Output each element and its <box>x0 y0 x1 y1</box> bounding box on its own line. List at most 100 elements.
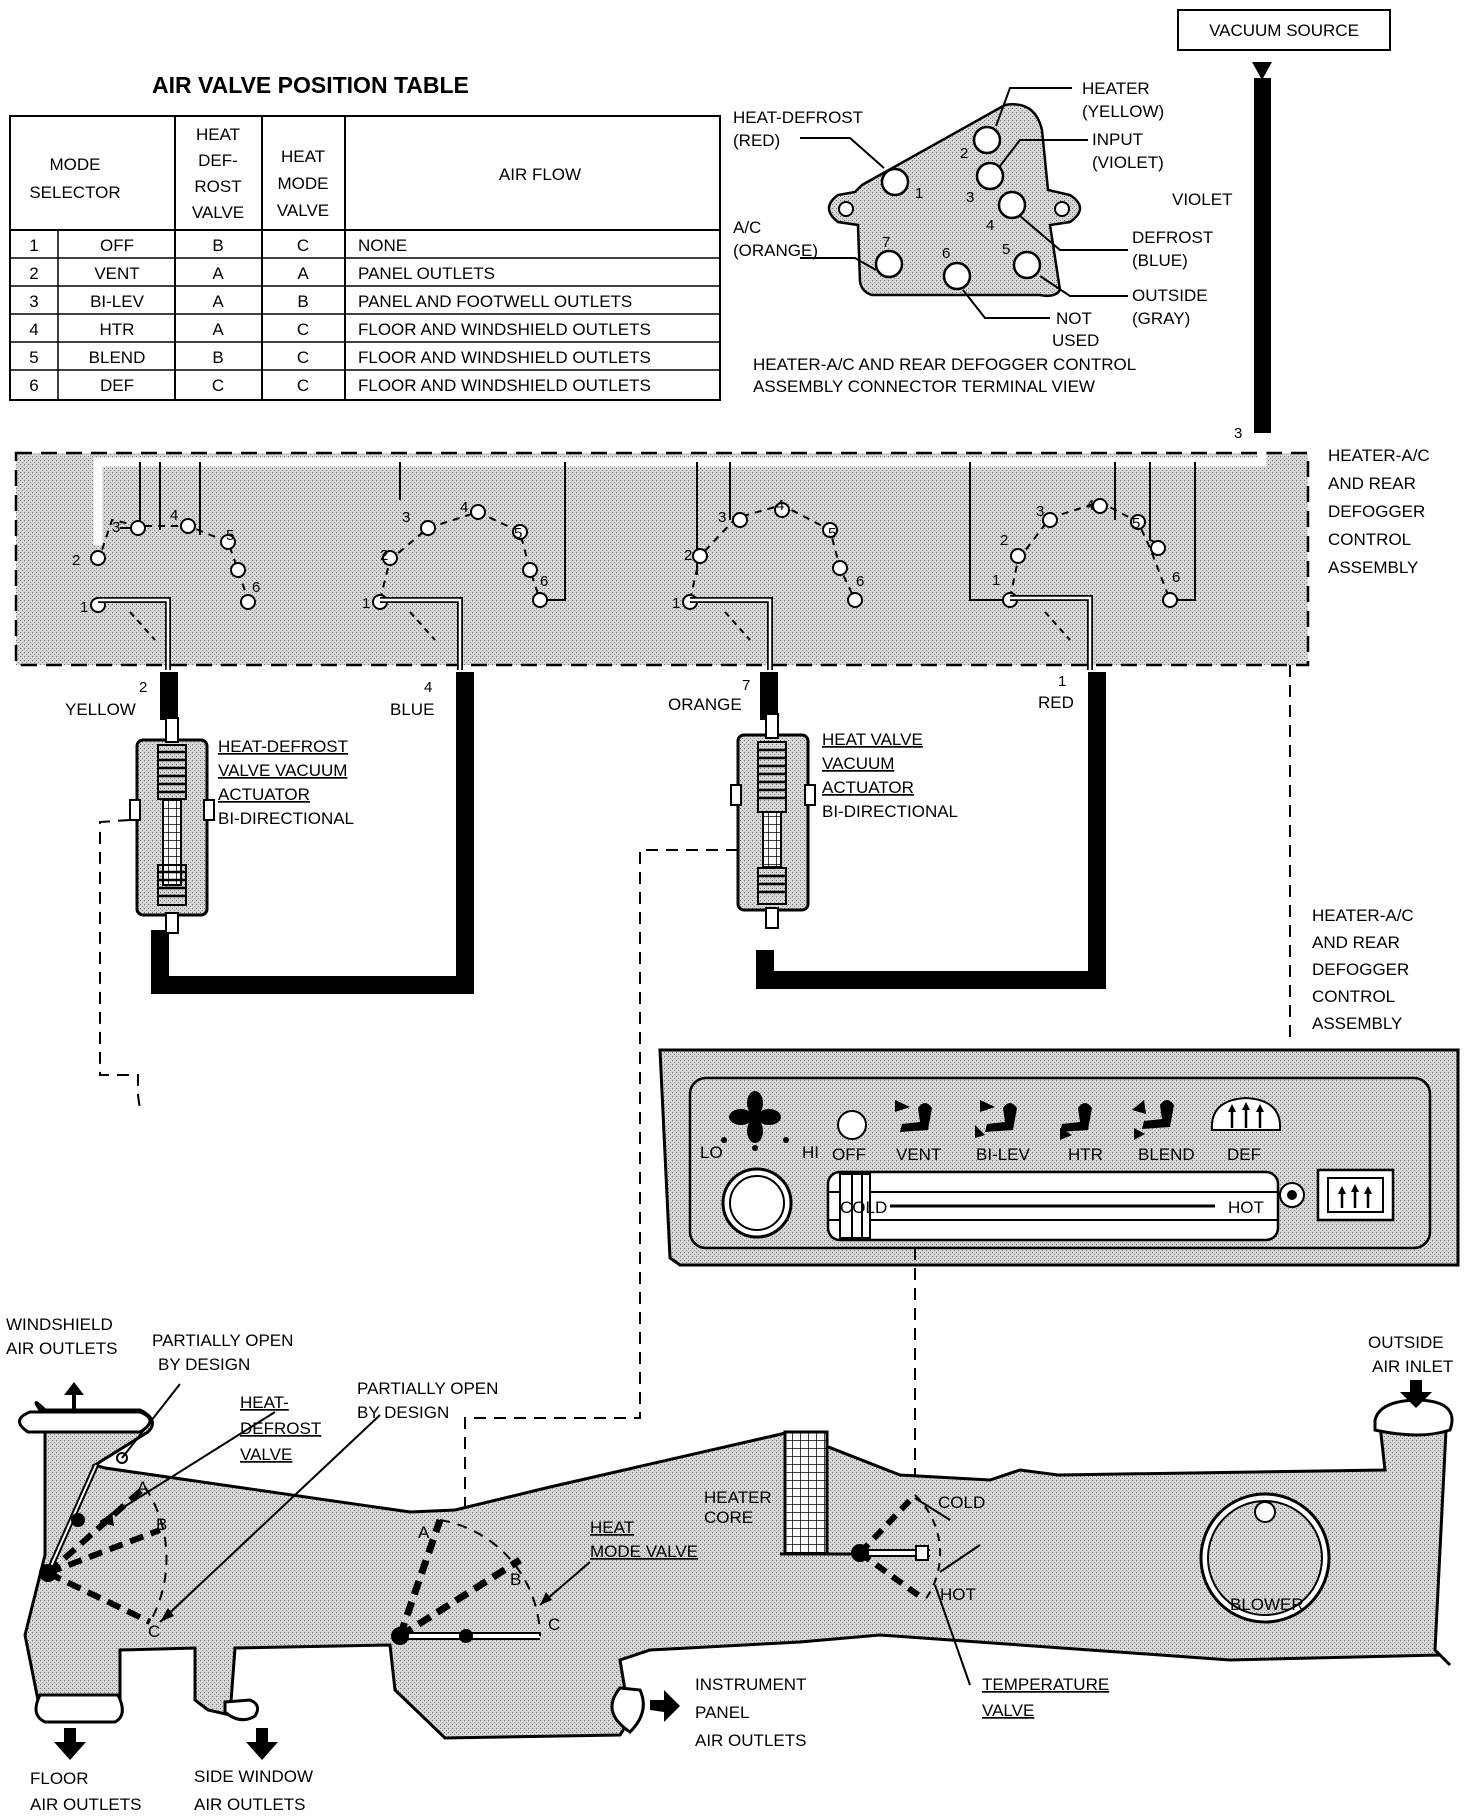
mode-bi-lev-label: BI-LEV <box>976 1145 1031 1164</box>
svg-text:C: C <box>297 236 309 255</box>
mode-off-label: OFF <box>832 1145 866 1164</box>
header-hd-1: HEAT <box>196 125 240 144</box>
defrost-icon[interactable] <box>1210 1096 1282 1131</box>
svg-text:HTR: HTR <box>100 320 135 339</box>
switch-group-1 <box>90 462 256 670</box>
svg-text:RED: RED <box>1038 693 1074 712</box>
svg-text:BY DESIGN: BY DESIGN <box>357 1403 449 1422</box>
svg-text:FLOOR: FLOOR <box>30 1769 89 1788</box>
svg-text:ACTUATOR: ACTUATOR <box>218 785 310 804</box>
svg-text:(YELLOW): (YELLOW) <box>1082 102 1164 121</box>
off-button[interactable] <box>837 1110 867 1140</box>
svg-text:COLD: COLD <box>938 1493 985 1512</box>
fan-hi-label: HI <box>802 1143 819 1162</box>
svg-text:BLEND: BLEND <box>89 348 146 367</box>
svg-text:2: 2 <box>380 547 388 564</box>
svg-text:NONE: NONE <box>358 236 407 255</box>
temperature-slider[interactable]: COLD HOT <box>826 1170 1280 1242</box>
svg-text:DEFOGGER: DEFOGGER <box>1328 502 1425 521</box>
svg-text:WINDSHIELD: WINDSHIELD <box>6 1315 113 1334</box>
svg-text:(VIOLET): (VIOLET) <box>1092 153 1164 172</box>
connector-terminal-view: 1 2 3 4 5 6 7 HEAT-DEFROST (RED) HEATER … <box>733 79 1213 396</box>
svg-text:PARTIALLY OPEN: PARTIALLY OPEN <box>357 1379 498 1398</box>
svg-text:FLOOR AND WINDSHIELD OUTLETS: FLOOR AND WINDSHIELD OUTLETS <box>358 376 651 395</box>
table-row: 3 BI-LEV A B PANEL AND FOOTWELL OUTLETS <box>29 292 632 311</box>
svg-text:USED: USED <box>1052 331 1099 350</box>
svg-text:1: 1 <box>362 595 370 612</box>
svg-text:FLOOR AND WINDSHIELD OUTLETS: FLOOR AND WINDSHIELD OUTLETS <box>358 320 651 339</box>
svg-text:B: B <box>297 292 308 311</box>
connector-caption-2: ASSEMBLY CONNECTOR TERMINAL VIEW <box>753 377 1095 396</box>
svg-text:A: A <box>212 320 224 339</box>
svg-text:2: 2 <box>684 547 692 564</box>
svg-text:C: C <box>212 376 224 395</box>
air-valve-position-table: AIR VALVE POSITION TABLE MODE SELECTOR H… <box>9 72 721 401</box>
header-airflow: AIR FLOW <box>499 165 581 184</box>
svg-text:5: 5 <box>1002 241 1010 258</box>
svg-text:AIR INLET: AIR INLET <box>1372 1357 1453 1376</box>
svg-text:CORE: CORE <box>704 1508 753 1527</box>
mode-htr-label: HTR <box>1068 1145 1103 1164</box>
svg-text:C: C <box>148 1622 160 1641</box>
vent-icon[interactable] <box>895 1100 932 1132</box>
svg-text:5: 5 <box>29 348 38 367</box>
svg-text:2: 2 <box>139 679 147 696</box>
svg-text:ORANGE: ORANGE <box>668 695 742 714</box>
table-row: 5 BLEND B C FLOOR AND WINDSHIELD OUTLETS <box>29 348 651 367</box>
svg-text:NOT: NOT <box>1056 309 1092 328</box>
svg-text:4: 4 <box>776 497 784 514</box>
rear-defogger-button[interactable] <box>1316 1168 1395 1222</box>
svg-text:HEATER-A/C: HEATER-A/C <box>1312 906 1414 925</box>
svg-text:6: 6 <box>856 573 864 590</box>
header-mode: MODE <box>50 155 101 174</box>
svg-text:C: C <box>548 1615 560 1634</box>
svg-text:SIDE WINDOW: SIDE WINDOW <box>194 1767 313 1786</box>
header-hd-4: VALVE <box>192 203 244 222</box>
svg-text:HEAT: HEAT <box>590 1518 634 1537</box>
svg-text:VALVE: VALVE <box>240 1445 292 1464</box>
svg-text:5: 5 <box>226 527 234 544</box>
svg-text:2: 2 <box>72 552 80 569</box>
control-panel: LO HI OFF VENT BI-LEV HTR BLEND <box>658 1048 1460 1267</box>
svg-text:1: 1 <box>80 599 88 616</box>
svg-text:C: C <box>297 348 309 367</box>
table-row: 1 OFF B C NONE <box>29 236 407 255</box>
heat-valve-actuator: HEAT VALVE VACUUM ACTUATOR BI-DIRECTIONA… <box>464 713 958 1600</box>
switch-group-4 <box>969 462 1196 670</box>
header-hd-2: DEF- <box>198 151 238 170</box>
fan-knob[interactable] <box>721 1167 793 1239</box>
svg-text:B: B <box>212 236 223 255</box>
svg-text:DEFROST: DEFROST <box>1132 228 1213 247</box>
svg-text:4: 4 <box>424 679 432 696</box>
svg-text:5: 5 <box>514 525 522 542</box>
table-row: 2 VENT A A PANEL OUTLETS <box>29 264 495 283</box>
svg-text:6: 6 <box>252 579 260 596</box>
svg-text:AND REAR: AND REAR <box>1328 474 1416 493</box>
svg-text:6: 6 <box>942 245 950 262</box>
svg-text:VALVE VACUUM: VALVE VACUUM <box>218 761 347 780</box>
svg-text:3: 3 <box>402 509 410 526</box>
svg-text:PANEL OUTLETS: PANEL OUTLETS <box>358 264 495 283</box>
svg-text:ASSEMBLY: ASSEMBLY <box>1328 558 1418 577</box>
svg-text:HEAT VALVE: HEAT VALVE <box>822 730 923 749</box>
vacuum-source: VACUUM SOURCE VIOLET 3 <box>1172 9 1391 442</box>
svg-text:PANEL AND FOOTWELL OUTLETS: PANEL AND FOOTWELL OUTLETS <box>358 292 632 311</box>
violet-label: VIOLET <box>1172 190 1232 209</box>
svg-text:DEF: DEF <box>100 376 134 395</box>
table-row: 4 HTR A C FLOOR AND WINDSHIELD OUTLETS <box>29 320 651 339</box>
svg-text:HEAT-DEFROST: HEAT-DEFROST <box>218 737 348 756</box>
svg-text:6: 6 <box>540 573 548 590</box>
bi-level-icon[interactable] <box>975 1100 1017 1138</box>
svg-text:5: 5 <box>828 525 836 542</box>
slider-hot-label: HOT <box>1228 1198 1264 1217</box>
connector-caption-1: HEATER-A/C AND REAR DEFOGGER CONTROL <box>753 355 1136 374</box>
svg-text:AIR OUTLETS: AIR OUTLETS <box>6 1339 117 1358</box>
fan-lo-label: LO <box>700 1143 723 1162</box>
svg-text:HEATER: HEATER <box>1082 79 1150 98</box>
svg-text:CONTROL: CONTROL <box>1312 987 1395 1006</box>
switch-group-3 <box>682 462 863 670</box>
blend-icon[interactable] <box>1132 1100 1174 1140</box>
mode-vent-label: VENT <box>896 1145 941 1164</box>
heater-icon[interactable] <box>1060 1103 1092 1140</box>
svg-text:5: 5 <box>1132 515 1140 532</box>
